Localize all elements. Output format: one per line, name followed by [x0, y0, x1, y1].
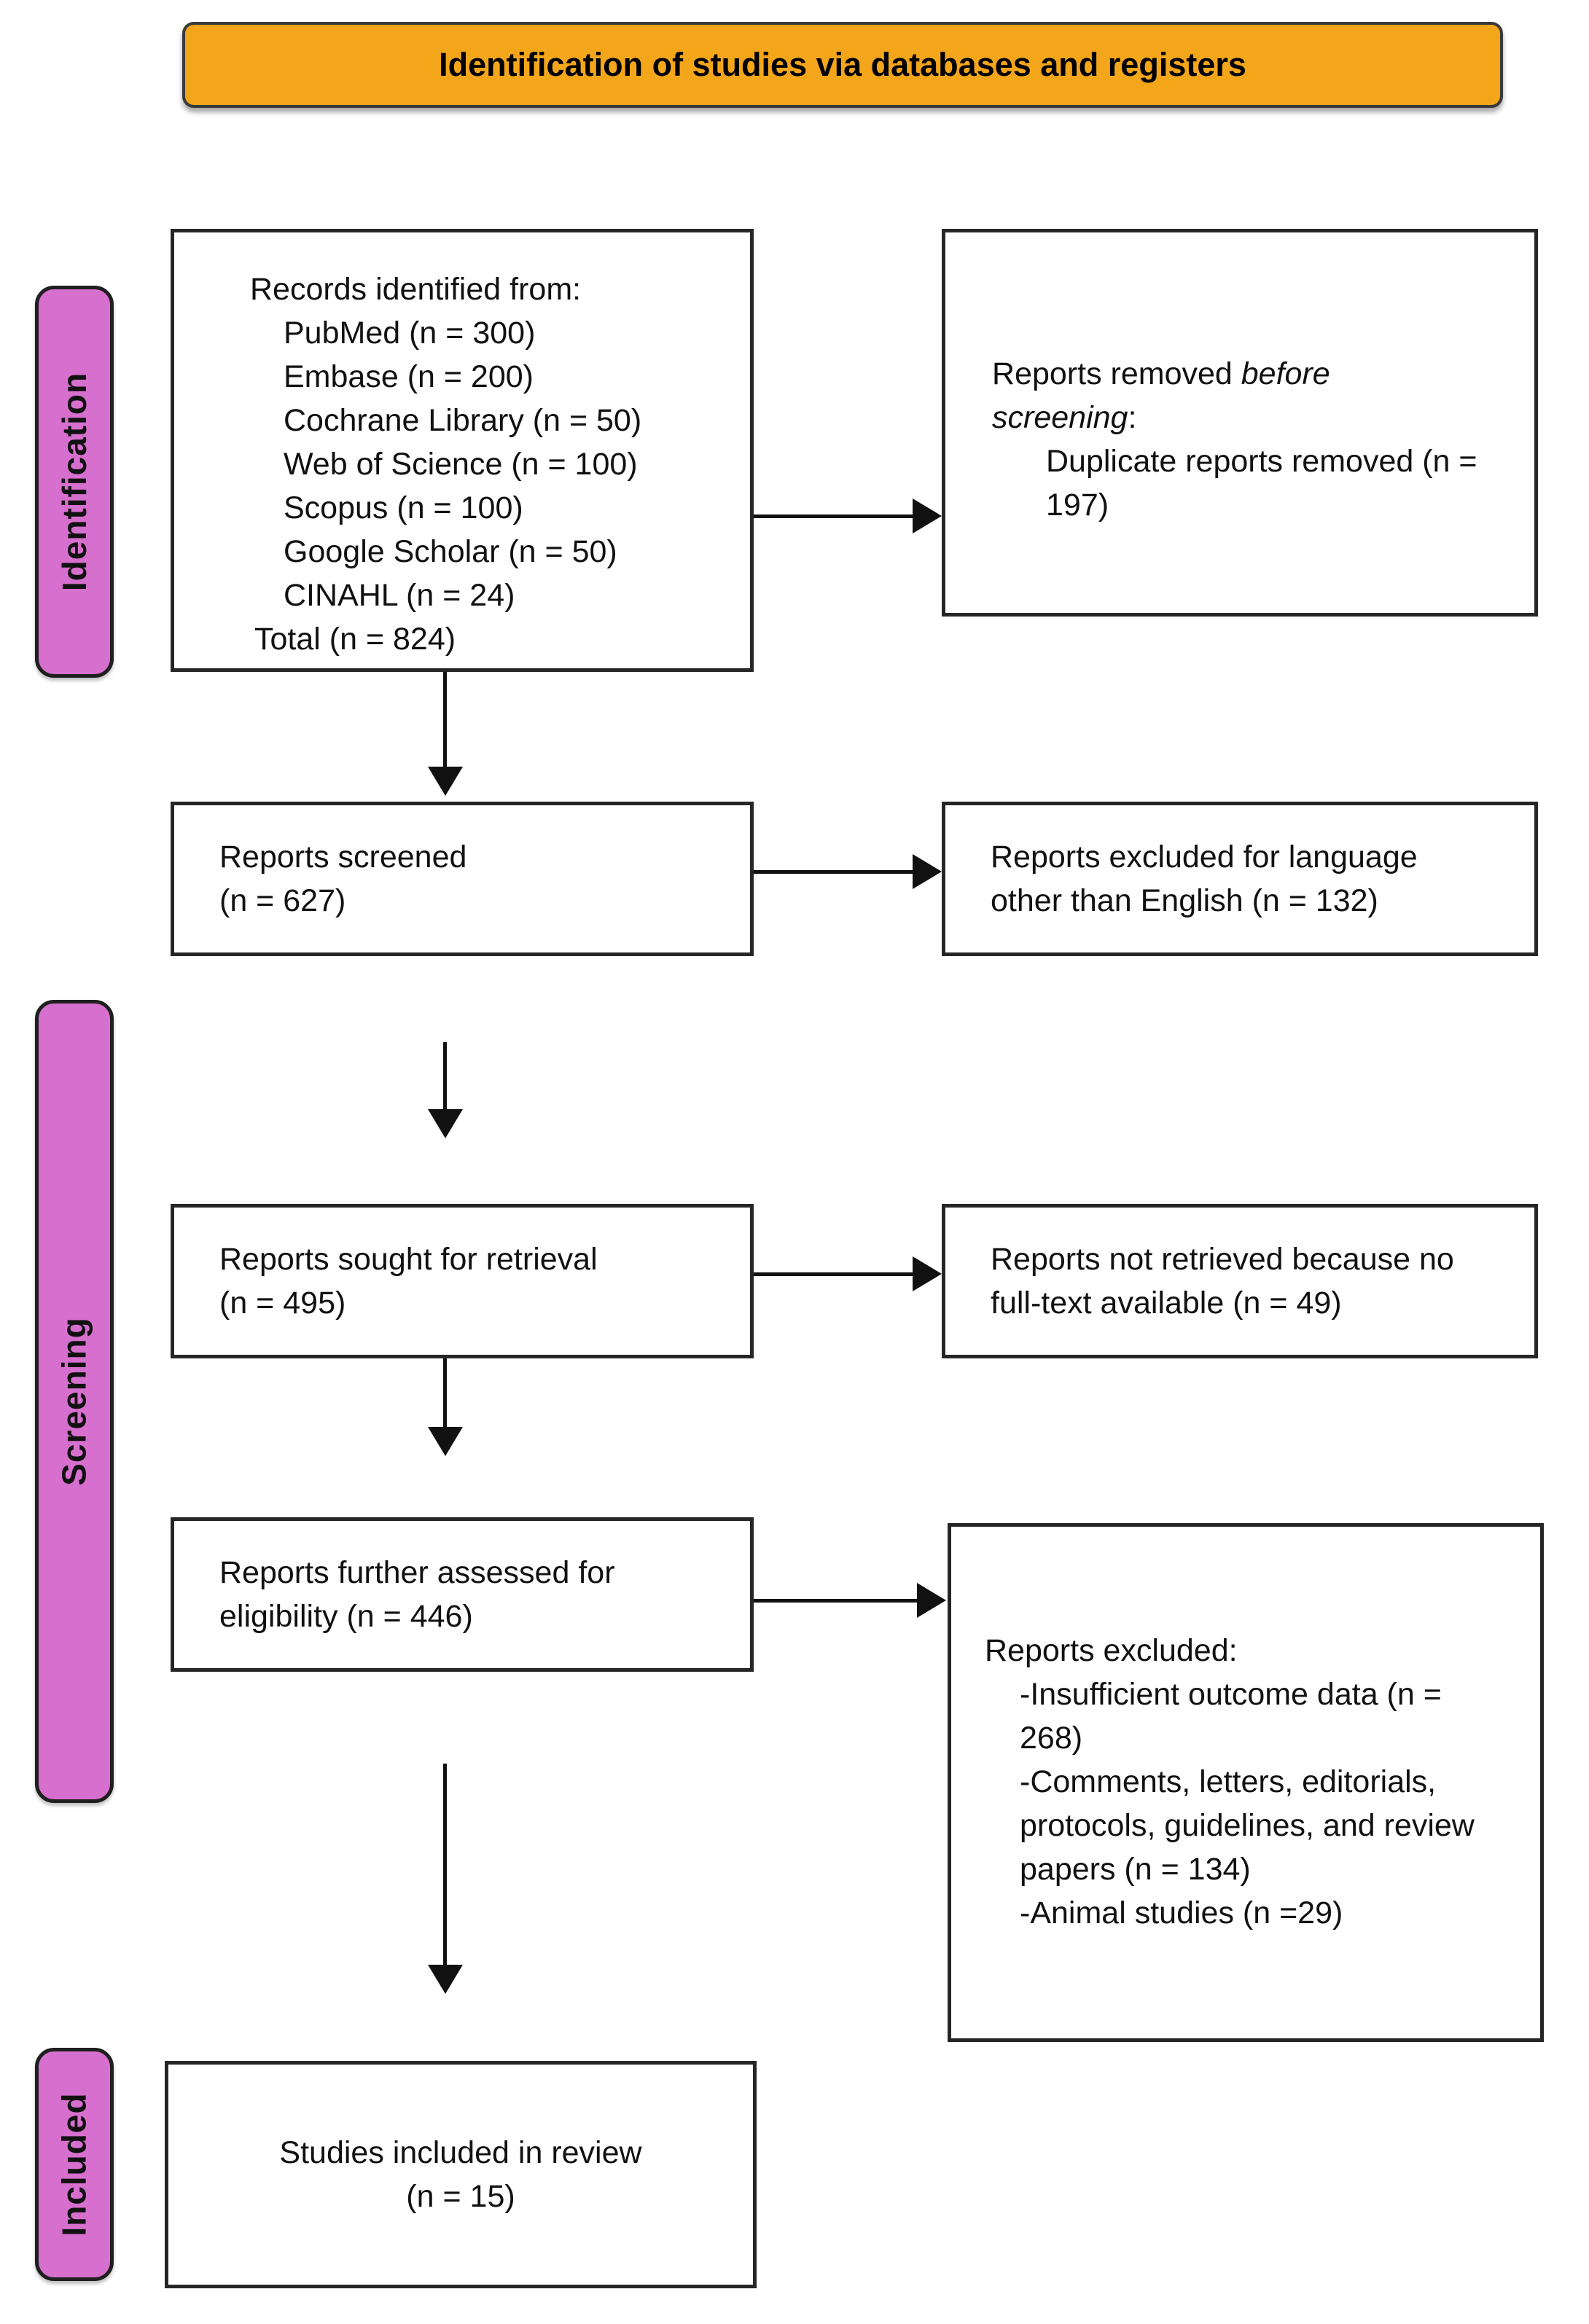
excluded-language-text: Reports excluded for language other than…	[991, 840, 1418, 918]
arrowhead-down-icon	[428, 767, 463, 796]
stage-label-identification: Identification	[55, 372, 94, 592]
box-reports-excluded: Reports excluded: -Insufficient outcome …	[948, 1523, 1544, 2042]
box-reports-not-retrieved: Reports not retrieved because no full-te…	[942, 1204, 1538, 1358]
banner-label: Identification of studies via databases …	[439, 46, 1246, 83]
box-excluded-language: Reports excluded for language other than…	[942, 802, 1538, 956]
stage-bar-screening: Screening	[35, 1000, 114, 1803]
arrow-line	[754, 870, 915, 874]
excluded-reason-insufficient-data: -Insufficient outcome data (n = 268)	[1020, 1677, 1442, 1756]
source-cochrane: Cochrane Library (n = 50)	[284, 403, 642, 438]
not-retrieved-text: Reports not retrieved because no full-te…	[991, 1242, 1454, 1321]
box-reports-assessed-eligibility: Reports further assessed for eligibility…	[171, 1517, 754, 1672]
arrow-line	[443, 1764, 447, 1968]
stage-label-included: Included	[55, 2092, 93, 2237]
included-count: (n = 15)	[406, 2179, 515, 2214]
arrowhead-down-icon	[428, 1427, 463, 1456]
source-embase: Embase (n = 200)	[284, 359, 534, 394]
stage-label-screening: Screening	[55, 1317, 94, 1486]
source-google-scholar: Google Scholar (n = 50)	[284, 534, 617, 569]
excluded-header: Reports excluded:	[985, 1633, 1238, 1668]
arrowhead-down-icon	[428, 1109, 463, 1138]
stage-bar-identification: Identification	[35, 286, 114, 678]
removed-header-prefix: Reports removed	[992, 356, 1241, 391]
arrow-line	[754, 1272, 915, 1276]
arrowhead-right-icon	[913, 854, 942, 889]
arrow-line	[754, 1599, 920, 1603]
removed-header: Reports removed before screening:	[992, 352, 1477, 439]
excluded-reason-animal-studies: -Animal studies (n =29)	[1020, 1895, 1343, 1930]
box-reports-sought: Reports sought for retrieval (n = 495)	[171, 1204, 754, 1358]
removed-header-emphasis: before screening	[992, 356, 1330, 435]
arrow-line	[443, 672, 447, 770]
banner-identification-via-databases: Identification of studies via databases …	[182, 22, 1503, 108]
box-studies-included: Studies included in review (n = 15)	[165, 2061, 757, 2288]
removed-header-suffix: :	[1128, 400, 1137, 435]
sought-label: Reports sought for retrieval	[219, 1242, 598, 1277]
box-reports-removed-before-screening: Reports removed before screening: Duplic…	[942, 229, 1538, 617]
source-cinahl: CINAHL (n = 24)	[284, 578, 515, 613]
screened-label: Reports screened	[219, 840, 467, 875]
source-web-of-science: Web of Science (n = 100)	[284, 447, 638, 482]
arrowhead-right-icon	[913, 1256, 942, 1291]
box-records-identified: Records identified from: PubMed (n = 300…	[171, 229, 754, 672]
arrowhead-down-icon	[428, 1965, 463, 1994]
arrowhead-right-icon	[917, 1583, 946, 1618]
source-scopus: Scopus (n = 100)	[284, 490, 523, 525]
arrowhead-right-icon	[913, 498, 942, 533]
arrow-line	[443, 1042, 447, 1112]
box-reports-screened: Reports screened (n = 627)	[171, 802, 754, 956]
included-label: Studies included in review	[279, 2135, 642, 2170]
arrow-line	[754, 515, 915, 518]
records-header: Records identified from:	[250, 272, 582, 307]
stage-bar-included: Included	[35, 2048, 114, 2281]
records-total: Total (n = 824)	[254, 622, 456, 657]
duplicates-removed: Duplicate reports removed (n = 197)	[1046, 444, 1477, 523]
arrow-line	[443, 1358, 447, 1430]
excluded-reason-comments-letters: -Comments, letters, editorials, protocol…	[1020, 1764, 1475, 1887]
assessed-text: Reports further assessed for eligibility…	[219, 1555, 615, 1634]
sought-count: (n = 495)	[219, 1286, 346, 1321]
source-pubmed: PubMed (n = 300)	[284, 316, 536, 351]
screened-count: (n = 627)	[219, 883, 346, 918]
